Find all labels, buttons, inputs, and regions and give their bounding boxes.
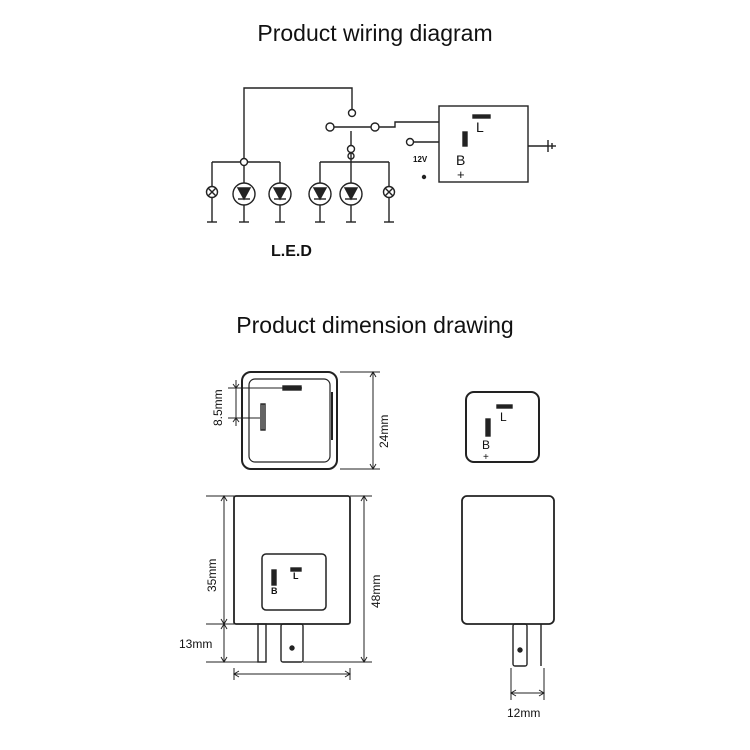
relay-label-b: B: [456, 152, 465, 168]
dim-face-height: [340, 371, 380, 470]
front-view: [233, 495, 351, 663]
lamp-right: [382, 162, 396, 223]
led-diode-2: [268, 162, 292, 223]
led-label: L.E.D: [271, 243, 312, 260]
dim-pin-spacing: [228, 380, 302, 426]
led-diode-1: [232, 166, 256, 223]
dim-label-8-5mm: 8.5mm: [211, 389, 225, 426]
dimension-drawing-title: Product dimension drawing: [236, 312, 514, 338]
top-view: [241, 371, 338, 470]
dim-front: [206, 495, 372, 680]
led-diode-4: [339, 162, 363, 223]
small-face-view: [465, 391, 540, 463]
side-view: [461, 495, 555, 667]
terminal-l-pin: [472, 114, 491, 119]
face-label-l: L: [500, 410, 507, 424]
wiring-diagram: [205, 87, 556, 223]
front-label-l: L: [293, 571, 299, 581]
dim-label-24mm: 24mm: [377, 415, 391, 448]
plus-dot: [421, 174, 427, 180]
supply-voltage-label: 12V: [413, 155, 428, 164]
relay-plus: +: [457, 167, 465, 182]
relay-label-l: L: [476, 119, 484, 135]
led-diode-3: [308, 162, 332, 223]
wiring-diagram-title: Product wiring diagram: [257, 20, 493, 46]
dim-label-48mm: 48mm: [369, 575, 383, 608]
dim-label-12mm: 12mm: [507, 706, 540, 720]
front-label-b: B: [271, 586, 278, 596]
lamp-left: [205, 162, 219, 223]
face-label-plus: +: [483, 452, 489, 463]
dim-label-13mm: 13mm: [179, 637, 212, 651]
terminal-b-pin: [462, 131, 468, 147]
switch-symbol: [325, 121, 439, 132]
flasher-relay-box: [438, 105, 529, 183]
switch-symbol-2: [346, 131, 439, 154]
face-label-b: B: [482, 438, 490, 452]
dim-label-35mm: 35mm: [205, 559, 219, 592]
dim-depth: [510, 668, 545, 700]
